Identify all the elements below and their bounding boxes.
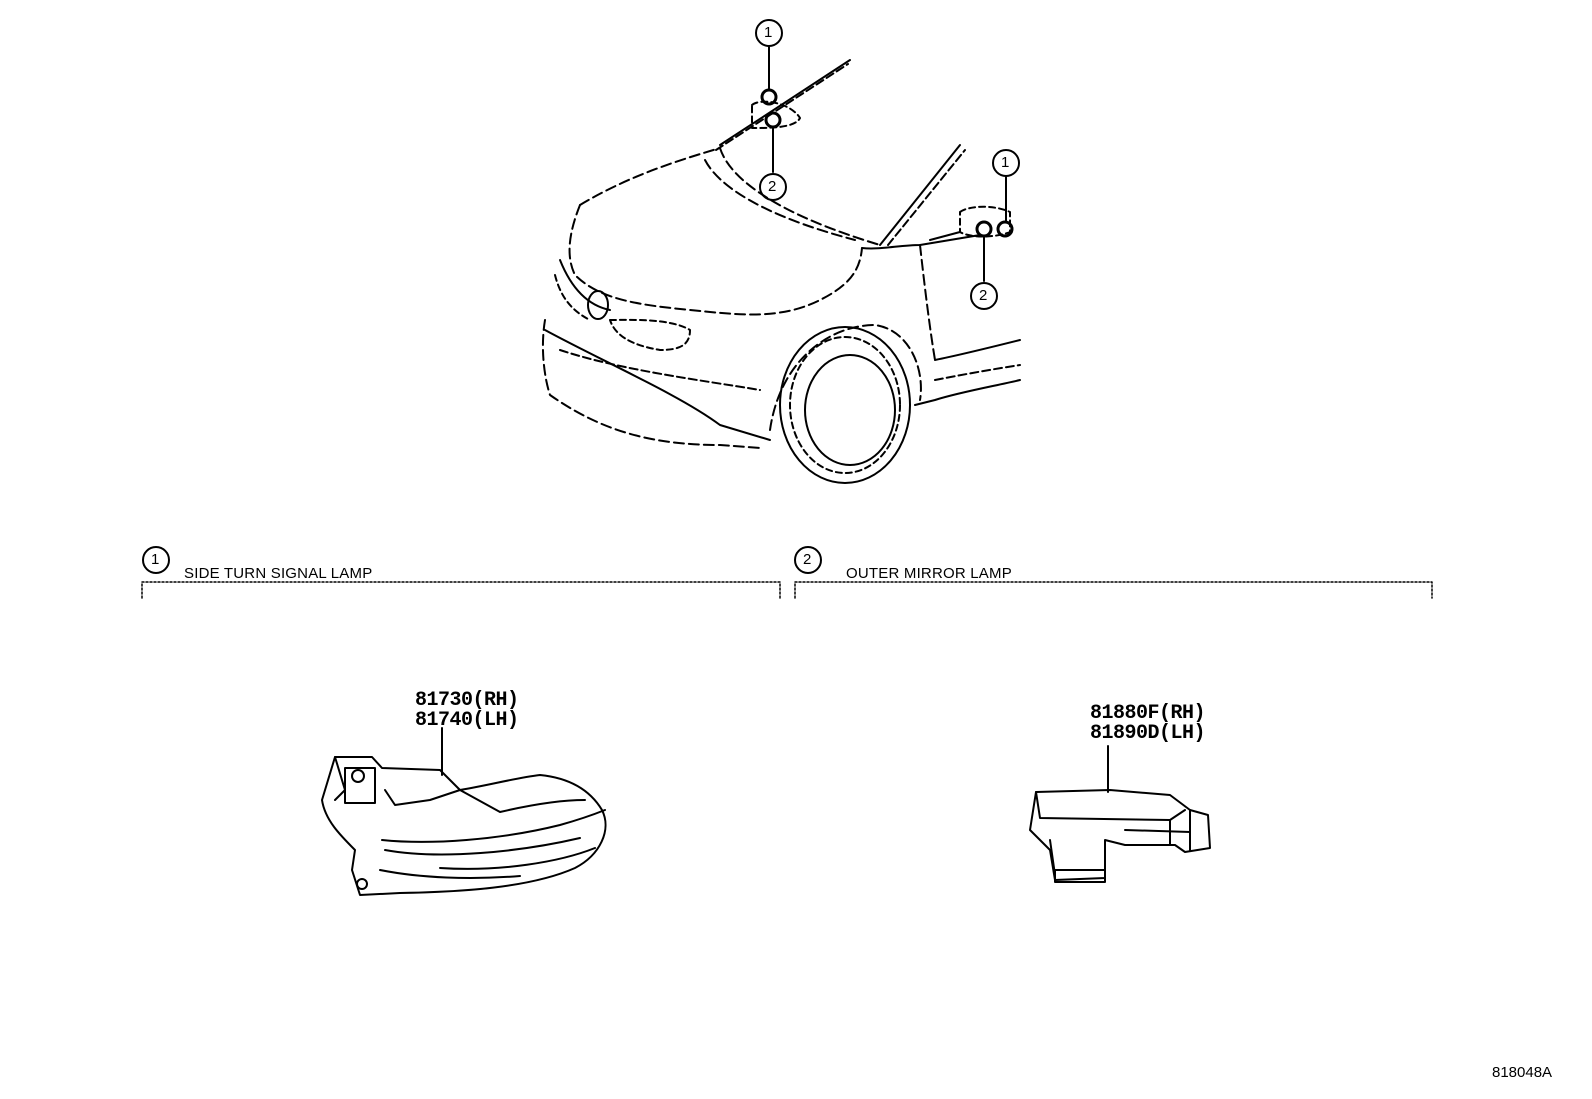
section-2-number: 2 (803, 551, 812, 568)
vehicle-front-view (541, 59, 1021, 484)
callout-2-top: 2 (768, 178, 777, 195)
outer-mirror-lamp-illustration (1029, 745, 1211, 883)
side-turn-signal-lamp-illustration (321, 727, 607, 896)
part-number-81890d-lh: 81890D(LH) (1090, 722, 1206, 745)
callout-1-right: 1 (1001, 154, 1010, 171)
section-1-title: SIDE TURN SIGNAL LAMP (184, 565, 373, 582)
callout-1-top: 1 (764, 24, 773, 41)
part-number-81880f-rh: 81880F(RH) (1090, 702, 1206, 725)
part-number-81740-lh: 81740(LH) (415, 709, 519, 732)
callout-circles (142, 19, 1020, 574)
section-brackets (141, 581, 1433, 599)
section-1-number: 1 (151, 551, 160, 568)
callout-2-right: 2 (979, 287, 988, 304)
part-number-81730-rh: 81730(RH) (415, 689, 519, 712)
illustration-code: 818048A (1492, 1064, 1553, 1081)
vehicle-callouts (760, 46, 1014, 282)
section-2-title: OUTER MIRROR LAMP (846, 565, 1012, 582)
